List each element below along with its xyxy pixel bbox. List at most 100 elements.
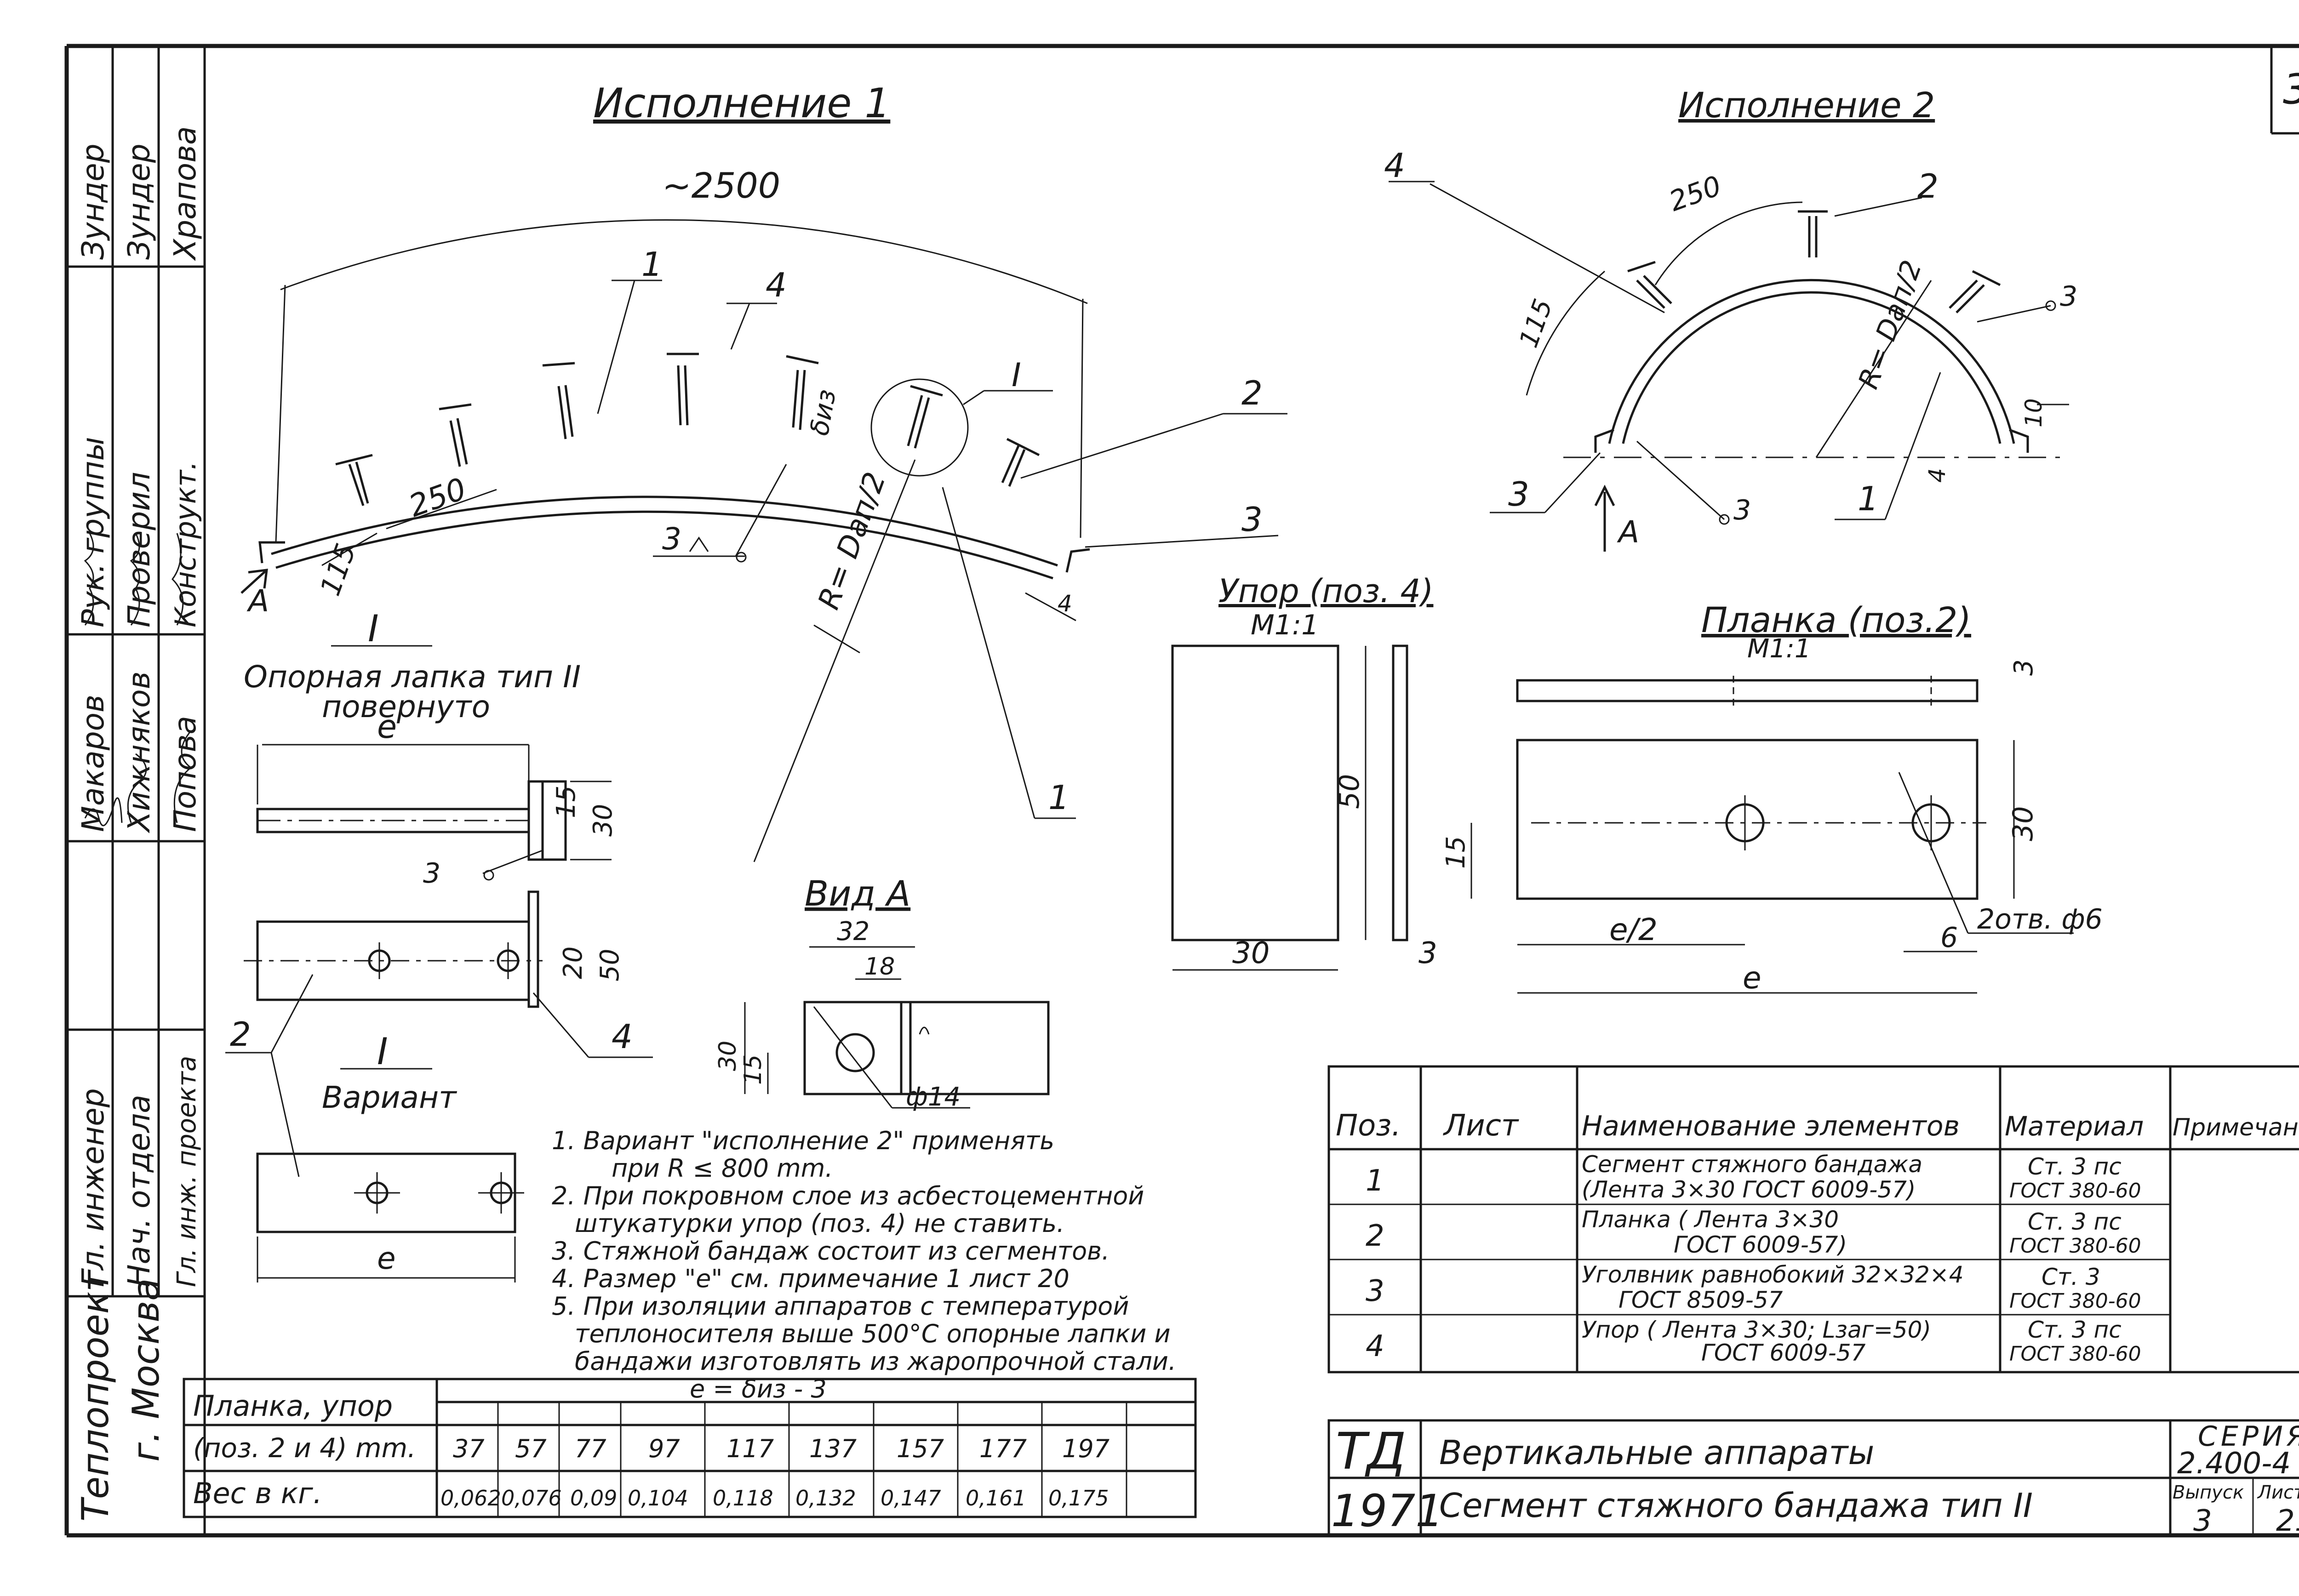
signatures [84, 533, 930, 1035]
size-cell: 37 [453, 1434, 485, 1463]
spec-pos: 3 [1366, 1274, 1384, 1308]
spec-row: 3 Уголвник равнобокий 32×32×4 ГОСТ 8509-… [1366, 1261, 2141, 1313]
planka-title: Планка (поз.2) [1701, 599, 1971, 640]
sheet-number: 32 [2283, 65, 2299, 114]
spacing-250-dim: 250 [404, 471, 471, 524]
issue-label: Выпуск [2173, 1482, 2244, 1503]
view-ispolnenie-1: Исполнение 1 ~2500 250 115 δиз [240, 80, 1287, 862]
series-value: 2.400-4 [2177, 1447, 2291, 1481]
planka-view: Планка (поз.2) М1:1 30 3 15 e/2 e 6 2отв… [1441, 599, 2103, 996]
planka-e-dim: e [1743, 960, 1761, 996]
spec-h-material: Материал [2005, 1111, 2144, 1142]
spec-pos: 4 [1366, 1329, 1384, 1363]
offset-115-dim: 115 [314, 540, 362, 600]
isp2-title: Исполнение 2 [1678, 85, 1935, 125]
isp1-pos2: 2 [1241, 374, 1263, 412]
weight-header: e = δиз - 3 [690, 1374, 827, 1403]
role-chief-engineer: Гл. инженер [75, 1088, 111, 1287]
spec-table: Поз. Лист Наименование элементов Материа… [1327, 1065, 2299, 1374]
isp2-pos4: 4 [1384, 146, 1405, 185]
detail-30-dim: 30 [588, 804, 618, 837]
biz-dim: δиз [805, 387, 842, 438]
spec-material: Ст. 3 пс [2028, 1153, 2122, 1180]
isp2-weld-3b: 3 [1733, 494, 1751, 526]
spec-row: 4 Упор ( Лента 3×30; Lзаг=50) ГОСТ 6009-… [1366, 1317, 2141, 1366]
size-cell: 177 [979, 1434, 1027, 1463]
spec-name: ГОСТ 6009-57 [1701, 1340, 1866, 1366]
spec-material: ГОСТ 380-60 [2009, 1179, 2141, 1203]
issue-value: 3 [2193, 1504, 2212, 1538]
detail-50-dim: 50 [595, 949, 625, 981]
notes-block: 1. Вариант "исполнение 2" применять при … [552, 1126, 1176, 1376]
radius-label: R= Dап/2 [812, 468, 892, 614]
role-labels: Гл. инженер Нач. отдела Гл. инж. проекта… [75, 437, 202, 1287]
series-label: СЕРИЯ [2198, 1420, 2299, 1453]
name-makarov: Макаров [75, 695, 111, 832]
note-1: 1. Вариант "исполнение 2" применять [552, 1126, 1054, 1155]
isp1-pos1: 1 [641, 245, 663, 284]
weight-label-2: (поз. 2 и 4) mm. [193, 1432, 416, 1464]
detail-20-dim: 20 [558, 946, 588, 979]
weight-label-3: Вес в кг. [193, 1476, 322, 1510]
spec-material: ГОСТ 380-60 [2009, 1342, 2141, 1366]
isp1-pos1-lower: 1 [1048, 778, 1069, 817]
td-mark: ТД [1336, 1422, 1406, 1481]
weight-cell: 0,09 [570, 1486, 617, 1510]
upor-50-dim: 50 [1333, 774, 1366, 809]
title-line-2: Сегмент стяжного бандажа тип II [1439, 1486, 2033, 1525]
isp1-dim-4: 4 [1058, 590, 1072, 617]
name-khrapova: Храпова [167, 126, 203, 261]
role-project-chief: Гл. инж. проекта [172, 1056, 202, 1287]
weight-cell: 0,062 [440, 1486, 501, 1510]
spec-name: Планка ( Лента 3×30 [1582, 1206, 1839, 1233]
arc-length-dim: ~2500 [662, 165, 780, 206]
planka-e2-dim: e/2 [1609, 912, 1658, 947]
sheet-value: 21 [2276, 1504, 2299, 1538]
isp2-pos3: 3 [1508, 475, 1529, 513]
detail-15-dim: 15 [551, 786, 581, 818]
size-cell: 157 [897, 1434, 944, 1463]
detail-circle [870, 378, 969, 477]
spec-material: Ст. 3 пс [2028, 1208, 2122, 1235]
spec-material: ГОСТ 380-60 [2009, 1289, 2141, 1313]
name-khizhnyakov: Хижняков [121, 671, 157, 833]
isp2-dim-115: 115 [1514, 295, 1559, 352]
name-zunder-1: Зундер [75, 143, 111, 260]
view-a-15: 15 [739, 1054, 767, 1085]
note-5c: бандажи изготовлять из жаропрочной стали… [575, 1347, 1176, 1376]
weight-cell: 0,175 [1048, 1486, 1109, 1510]
role-dept-head: Нач. отдела [121, 1094, 157, 1287]
variant-view: I Вариант e [256, 1030, 524, 1282]
weight-cell: 0,132 [795, 1486, 856, 1510]
planka-scale: М1:1 [1747, 634, 1811, 664]
note-5b: теплоносителя выше 500°С опорные лапки и [575, 1319, 1171, 1348]
view-ispolnenie-2: Исполнение 2 4 2 3 1 3 3 R= Dап/2 250 [1384, 85, 2077, 552]
spec-material: ГОСТ 380-60 [2009, 1234, 2141, 1258]
view-a: Вид А 32 18 30 15 ф14 [714, 873, 1050, 1112]
signature-block [67, 46, 205, 1298]
detail-e-dim: e [377, 708, 397, 746]
planka-3-dim: 3 [2009, 659, 2039, 676]
planka-30-dim: 30 [2007, 806, 2039, 841]
size-row: 37 57 77 97 117 137 157 177 197 [453, 1434, 1109, 1463]
isp2-dim-10: 10 [2020, 398, 2047, 428]
weight-cell: 0,104 [628, 1486, 688, 1510]
isp2-pos2: 2 [1917, 167, 1939, 205]
detail-weld: 3 [423, 857, 440, 889]
spec-row: 1 Сегмент стяжного бандажа (Лента 3×30 Г… [1366, 1151, 2141, 1203]
note-2b: штукатурки упор (поз. 4) не ставить. [575, 1209, 1064, 1238]
upor-30-dim: 30 [1232, 936, 1270, 970]
detail-pos4: 4 [612, 1017, 633, 1056]
isp1-title: Исполнение 1 [593, 80, 890, 127]
detail-subtitle: повернуто [322, 689, 490, 724]
isp2-pos1: 1 [1858, 479, 1879, 518]
note-5: 5. При изоляции аппаратов с температурой [552, 1292, 1129, 1321]
spec-h-pos: Поз. [1336, 1109, 1401, 1143]
isp2-dim-4: 4 [1924, 468, 1950, 483]
planka-holes: 2отв. ф6 [1977, 903, 2103, 935]
org-name: Теплопроект [74, 1269, 117, 1522]
size-cell: 77 [575, 1434, 606, 1463]
isp1-arrow-a: А [246, 583, 269, 619]
spec-pos: 1 [1366, 1164, 1384, 1198]
detail-title: Опорная лапка тип II [244, 659, 581, 695]
